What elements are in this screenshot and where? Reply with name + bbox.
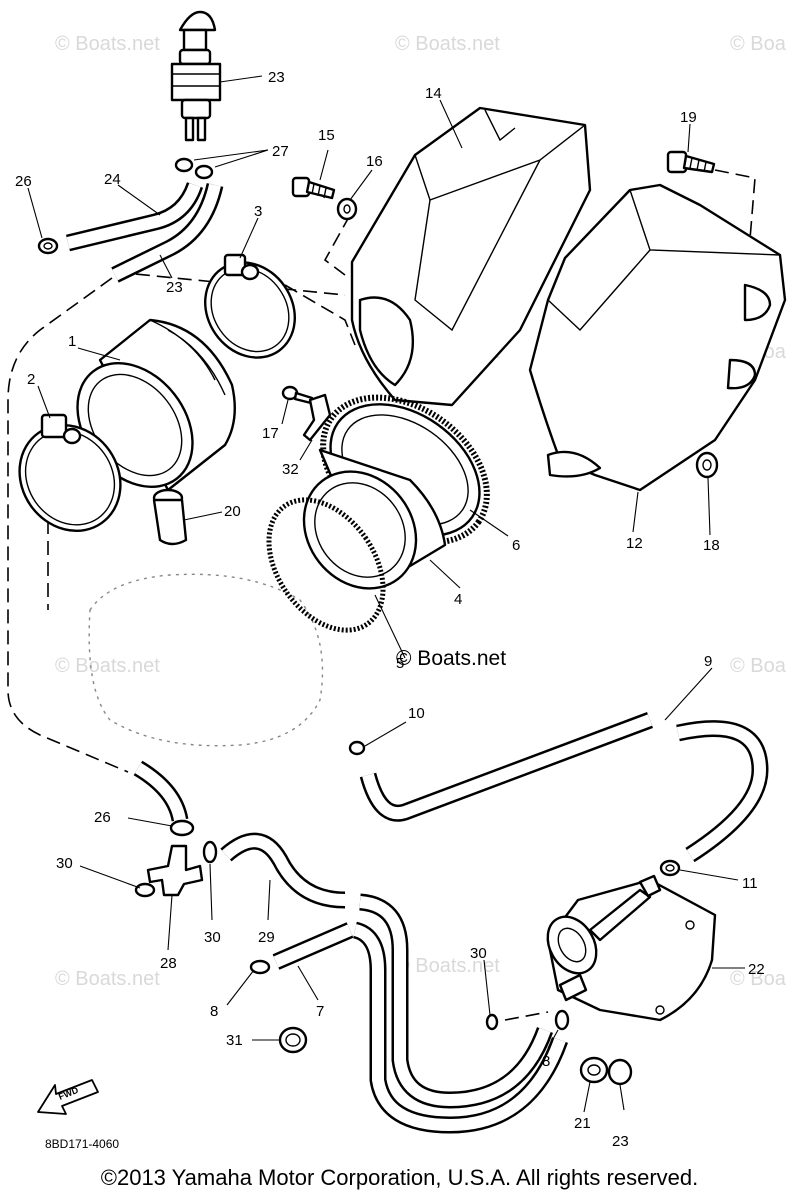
part-19-filter [152, 488, 188, 546]
part-26-clip-lower [169, 819, 195, 837]
callout-14: 15 [318, 127, 335, 144]
callout-29: 29 [258, 929, 275, 946]
callouts: 23 27 24 26 23 15 16 14 19 3 1 2 17 32 2… [15, 69, 765, 1150]
part-18-bolt [666, 150, 716, 174]
part-5-o-ring [266, 497, 386, 633]
part-31-clip [278, 1026, 308, 1054]
routing-line-15 [323, 214, 351, 276]
watermark-top-center: © Boats.net [395, 33, 500, 55]
callout-23: 23 [268, 69, 285, 86]
part-20-fuel-pump [546, 874, 717, 1022]
callout-7: 7 [316, 1003, 324, 1020]
callout-25: 24 [104, 171, 121, 188]
watermark-low-left: © Boats.net [55, 968, 160, 990]
callout-5: 5 [396, 655, 404, 672]
watermark-top-left: © Boats.net [55, 33, 160, 55]
part-16-grommet [695, 451, 719, 479]
watermark-mid-left: © Boats.net [55, 655, 160, 677]
callout-30-c: 30 [470, 945, 487, 962]
callout-3: 3 [254, 203, 262, 220]
routing-line-clamp3 [284, 284, 356, 346]
watermark-top-right: © Boa [730, 33, 787, 55]
callout-30-b: 30 [204, 929, 221, 946]
part-21-cap [579, 1056, 609, 1084]
copyright-notice: ©2013 Yamaha Motor Corporation, U.S.A. A… [100, 1165, 699, 1190]
part-11-clip [659, 859, 681, 877]
part-hose-lower-left [133, 760, 189, 822]
part-15-washer [336, 197, 358, 221]
part-23-switch [170, 10, 222, 142]
callout-10: 10 [408, 705, 425, 722]
callout-21: 21 [574, 1115, 591, 1132]
callout-2: 2 [27, 371, 35, 388]
callout-11: 11 [742, 875, 758, 892]
callout-18: 19 [680, 109, 697, 126]
engine-outline [88, 573, 324, 747]
part-14-bolt [291, 176, 336, 200]
part-22-plug [607, 1058, 633, 1086]
routing-line-left [7, 277, 129, 773]
part-4-adaptor [302, 403, 481, 590]
callout-26-top: 26 [15, 173, 32, 190]
part-32-bracket [302, 393, 332, 442]
callout-27: 27 [272, 143, 289, 160]
watermark-low-center: © Boats.net [395, 955, 500, 977]
callout-4: 4 [454, 591, 462, 608]
callout-12: 12 [626, 535, 643, 552]
callout-26-lower: 26 [94, 809, 111, 826]
routing-line-18 [714, 169, 756, 301]
part-12-airbox-lower [528, 183, 787, 492]
part-13-airbox-upper [350, 106, 592, 407]
callout-6: 6 [512, 537, 520, 554]
part-7-hose [272, 922, 354, 970]
part-27-clips [174, 157, 214, 180]
callout-22: 23 [612, 1133, 629, 1150]
leader-lines [27, 75, 745, 1113]
callout-28: 28 [160, 955, 177, 972]
callout-16: 18 [703, 537, 720, 554]
callout-8-left: 8 [210, 1003, 218, 1020]
part-17-screw [281, 385, 314, 405]
callout-9: 9 [704, 653, 712, 670]
part-30-clip-a [134, 882, 156, 898]
watermark-mid-right-2: © Boa [730, 655, 787, 677]
callout-17: 17 [262, 425, 279, 442]
routing-line-8 [504, 1011, 549, 1021]
callout-8-right: 8 [542, 1053, 550, 1070]
part-3-clamp [204, 253, 296, 359]
callout-1: 1 [68, 333, 76, 350]
part-28-t-joint [146, 844, 204, 897]
part-29-hose [220, 832, 346, 909]
part-8-clip-left [249, 959, 271, 975]
center-watermark: © Boats.net [396, 647, 506, 670]
callout-31: 31 [226, 1032, 243, 1049]
part-25-hose [66, 181, 204, 252]
part-hose-u [352, 893, 569, 1134]
callout-20: 22 [748, 961, 765, 978]
diagram-code: 8BD171-4060 [45, 1137, 119, 1151]
fwd-arrow-icon: FWD [37, 1079, 99, 1115]
callout-32: 32 [282, 461, 299, 478]
part-30-clip-b [202, 840, 218, 864]
part-8-clip-right [554, 1009, 570, 1031]
part-24-hose [111, 182, 224, 283]
watermark-low-right: © Boa [730, 968, 787, 990]
part-2-clamp [18, 413, 122, 532]
callout-24: 23 [166, 279, 183, 296]
part-26-clip-top [37, 237, 59, 255]
part-10-clip [348, 740, 366, 756]
part-30-clip-c [485, 1013, 499, 1031]
part-9-hose [359, 712, 769, 863]
callout-19: 20 [224, 503, 241, 520]
callout-13: 14 [425, 85, 442, 102]
callout-30-a: 30 [56, 855, 73, 872]
callout-15: 16 [366, 153, 383, 170]
